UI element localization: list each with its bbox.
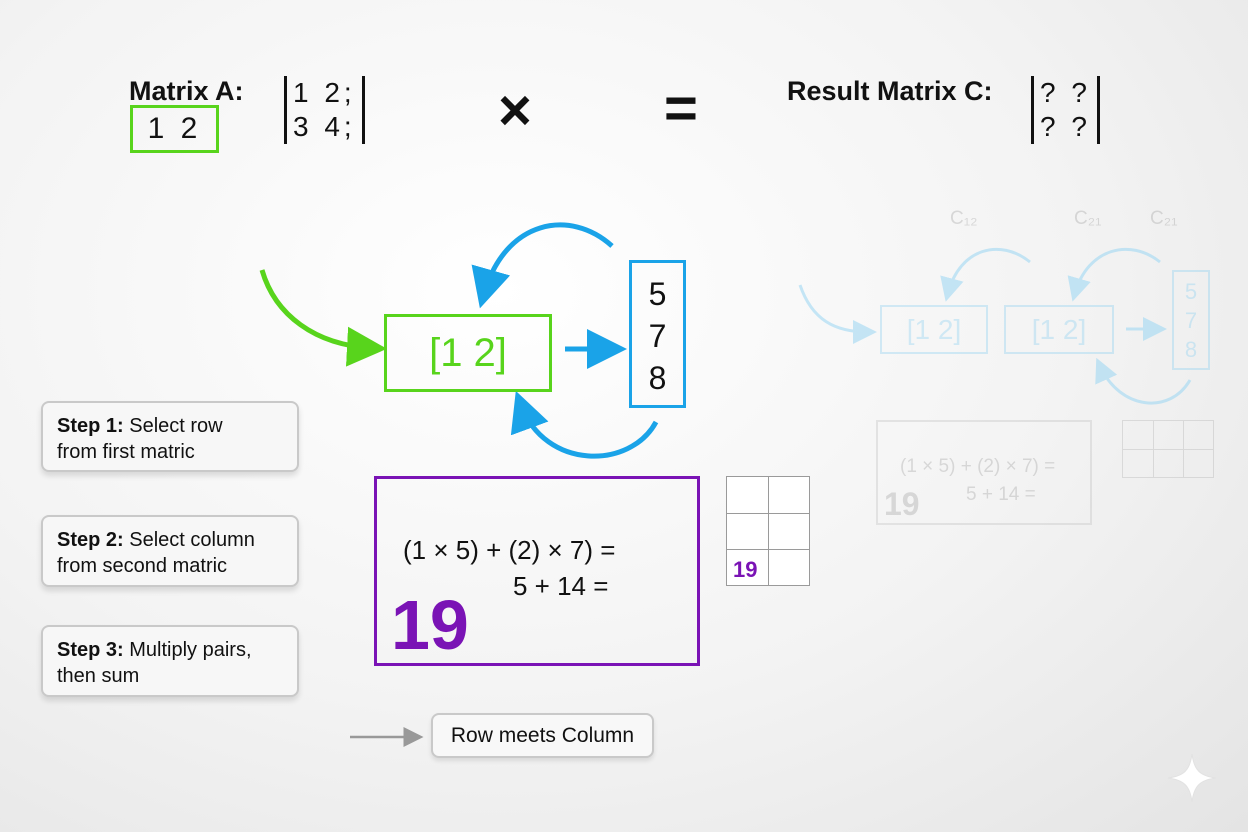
result-matrix-row-1: ? ? [1040,77,1091,108]
matrix-a-bracket: 1 2; 3 4; [284,76,365,144]
result-grid: 19 [726,476,810,586]
result-matrix-row-2: ? ? [1040,111,1091,142]
matrix-a-row-text: 1 2 [147,112,202,145]
step-1-title: Step 1: [57,415,124,437]
step-2-title: Step 2: [57,529,124,551]
faded-result: 19 [884,486,920,522]
faded-column-box: 5 7 8 [1172,270,1210,370]
row-vector-text: [1 2] [429,330,507,375]
faded-grid [1122,420,1214,478]
faded-col-1: 5 [1184,279,1198,304]
computation-result: 19 [391,586,469,664]
result-grid-cell: 19 [733,557,758,582]
equals-operator: = [664,76,698,141]
faded-label-2: C₂₁ [1074,208,1102,229]
computation-partial: 5 + 14 = [513,571,609,601]
column-value-3: 8 [648,360,667,396]
result-matrix-bracket: ? ? ? ? [1031,76,1100,144]
faded-row-box-2: [1 2] [1004,305,1114,354]
legend-box: Row meets Column [431,713,654,758]
step-3-line1: Multiply pairs, [129,639,252,661]
row-vector-box: [1 2] [384,314,552,392]
matrix-a-row-1: 1 2; [293,77,356,108]
faded-label-3: C₂₁ [1150,208,1178,229]
matrix-a-row-2: 3 4; [293,111,356,142]
blue-bottom-curve-arrow [510,390,659,459]
computation-box: (1 × 5) + (2) × 7) = 5 + 14 = 19 [374,476,700,666]
faded-row-text-2: [1 2] [1031,314,1087,345]
column-value-1: 5 [648,276,667,312]
blue-top-curve-arrow [471,222,614,309]
times-operator: × [498,78,532,143]
legend-label: Row meets Column [450,724,635,747]
faded-label-1: C₁₂ [950,208,978,229]
green-incoming-arrow [259,269,387,367]
matrix-a-label: Matrix A: [129,76,244,106]
faded-expression: (1 × 5) + (2) × 7) = [900,456,1056,477]
step-1-line1: Select row [129,415,223,437]
computation-expression: (1 × 5) + (2) × 7) = [403,535,616,565]
faded-col-3: 8 [1184,337,1198,362]
step-3-title: Step 3: [57,639,124,661]
faded-computation-box: (1 × 5) + (2) × 7) = 5 + 14 = 19 [876,420,1092,525]
matrix-a-row-highlight: 1 2 [130,105,219,153]
step-3-line2: then sum [57,665,140,687]
faded-partial: 5 + 14 = [966,484,1036,505]
step-card-2: Step 2: Select column from second matric [41,515,299,587]
step-2-line2: from second matric [57,555,228,577]
step-card-3: Step 3: Multiply pairs, then sum [41,625,299,697]
step-1-line2: from first matric [57,441,195,463]
sparkle-icon [1167,753,1217,803]
column-value-2: 7 [648,318,667,354]
step-card-1: Step 1: Select row from first matric [41,401,299,472]
result-matrix-label: Result Matrix C: [787,76,993,106]
column-vector-box: 5 7 8 [629,260,686,408]
step-2-line1: Select column [129,529,255,551]
faded-row-box-1: [1 2] [880,305,988,354]
faded-row-text-1: [1 2] [906,314,962,345]
faded-col-2: 7 [1184,308,1198,333]
